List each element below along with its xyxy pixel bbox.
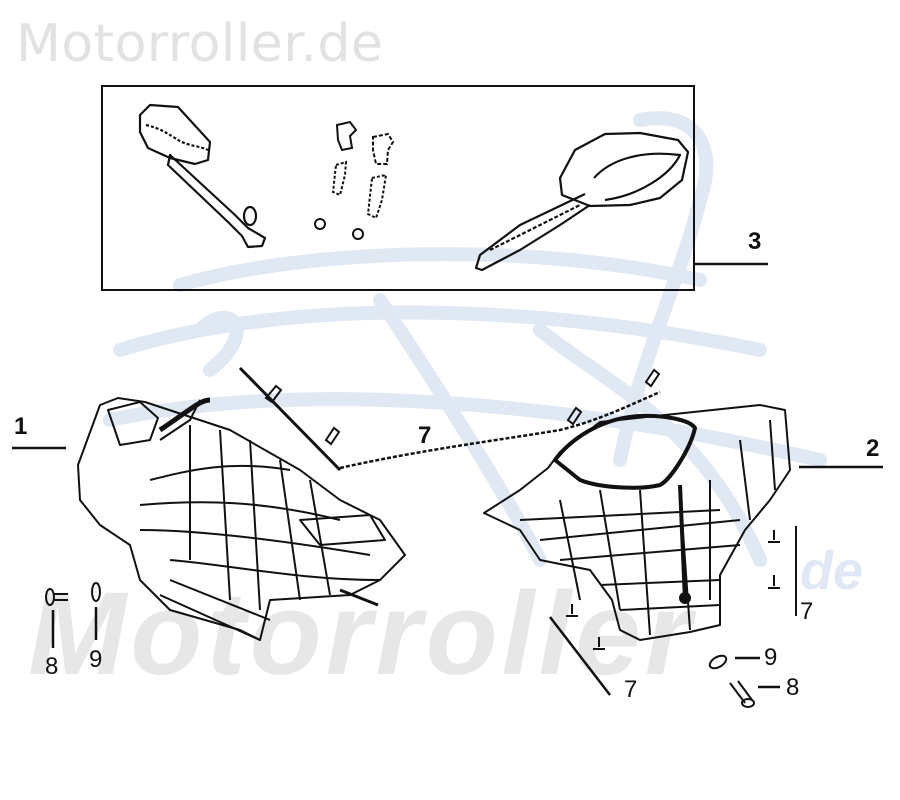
callout-8-left: 8 — [45, 653, 59, 680]
rear-handlebar-cover-icon — [483, 404, 791, 641]
mirror-bolts-icon — [314, 120, 395, 240]
top-screws-icon — [238, 366, 661, 472]
callout-7-right: 7 — [800, 598, 814, 625]
callout-7-top: 7 — [418, 422, 432, 449]
front-handlebar-cover-icon — [77, 397, 406, 641]
callout-9-right: 9 — [764, 644, 778, 671]
scooter-logo-watermark — [103, 111, 827, 567]
mirror-set-box — [101, 85, 695, 291]
callout-7-bottom: 7 — [624, 676, 638, 703]
callout-3: 3 — [748, 228, 762, 255]
right-mirror-icon — [474, 131, 690, 272]
bottom-screws-icon — [549, 604, 611, 696]
right-screws-icon — [768, 526, 797, 616]
callout-9-left: 9 — [89, 646, 103, 673]
left-bolt-washer-icon — [45, 582, 101, 648]
callout-8-right: 8 — [786, 674, 800, 701]
site-title: Motorroller.de — [16, 14, 384, 74]
callout-2: 2 — [866, 435, 880, 462]
right-bolt-washer-icon — [708, 654, 780, 708]
left-mirror-icon — [138, 103, 267, 249]
watermark-de: de — [800, 541, 864, 601]
callout-1: 1 — [14, 413, 28, 440]
